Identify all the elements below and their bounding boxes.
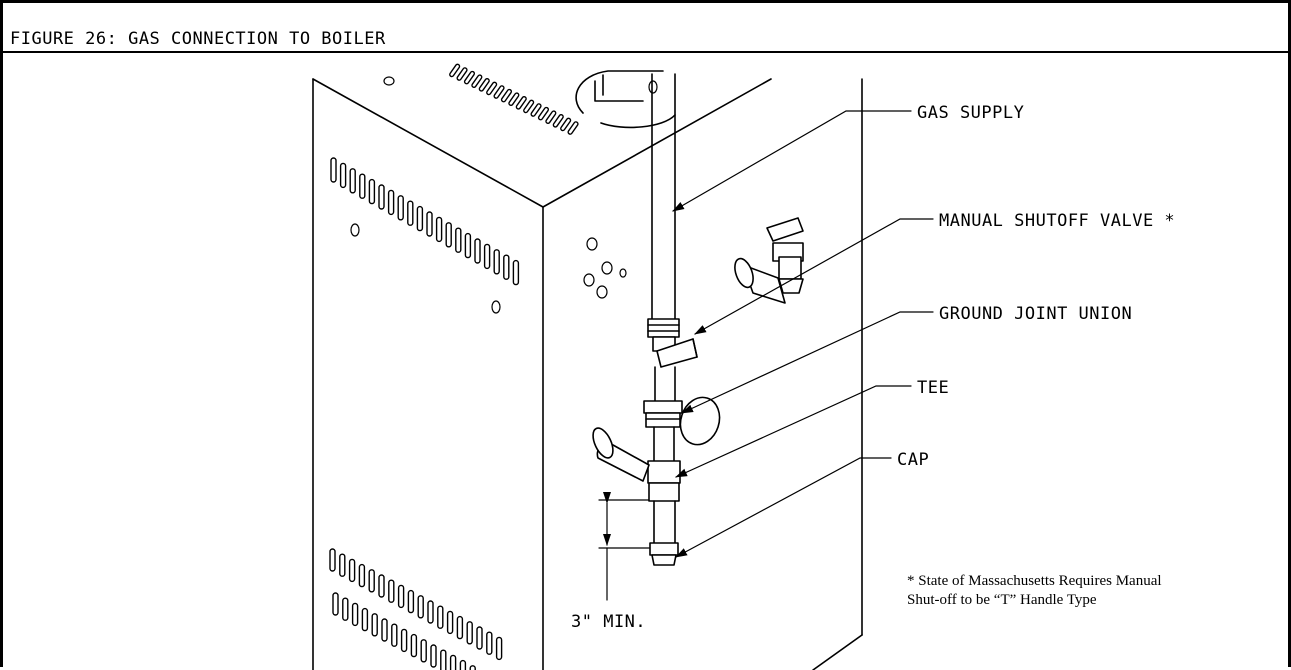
vent-slots-upper	[330, 157, 520, 286]
vent-slot	[471, 74, 483, 89]
vent-slot	[391, 623, 398, 647]
vent-slot	[410, 633, 418, 658]
vent-slot	[427, 600, 434, 624]
vent-slot	[459, 659, 467, 670]
vent-slot	[378, 184, 385, 210]
vent-slot	[342, 597, 349, 621]
vent-slot	[469, 665, 476, 670]
vent-slot	[359, 173, 366, 199]
vent-slot	[351, 602, 359, 627]
vent-slot	[545, 110, 557, 125]
vent-slot	[397, 195, 404, 221]
vent-slot	[445, 222, 452, 248]
vent-slot	[330, 157, 337, 183]
vent-slot	[486, 81, 498, 96]
note-line-2: Shut-off to be “T” Handle Type	[907, 592, 1097, 608]
vent-slot	[508, 92, 520, 107]
vent-slot	[440, 649, 447, 670]
vent-slot	[474, 238, 481, 264]
figure-title: FIGURE 26: GAS CONNECTION TO BOILER	[10, 29, 386, 49]
vent-slot	[495, 636, 503, 661]
vent-slots-lower	[329, 548, 503, 670]
vent-slot	[446, 610, 454, 635]
vent-slot	[552, 114, 564, 128]
vent-slot	[537, 106, 550, 121]
vent-slot	[435, 216, 443, 243]
vent-slot	[381, 618, 388, 642]
vent-slot	[407, 200, 414, 226]
vent-slot	[476, 626, 483, 650]
vent-slot	[493, 85, 505, 99]
vent-slot	[348, 558, 356, 583]
vent-slot	[493, 249, 500, 275]
vent-slot	[449, 654, 457, 670]
vent-slot	[371, 613, 378, 637]
vent-slot	[483, 243, 491, 270]
vent-slot	[464, 232, 472, 259]
vent-slot	[378, 574, 385, 598]
vent-slot	[407, 589, 415, 614]
vent-slot	[368, 178, 376, 205]
vent-slot	[426, 211, 433, 237]
boiler-gas-inlet	[734, 217, 804, 304]
gas-pipe-assembly	[592, 73, 721, 566]
vent-slot	[417, 595, 424, 619]
vent-slot	[567, 121, 579, 135]
callout-leaders	[672, 110, 934, 558]
vent-slot	[560, 117, 572, 132]
vent-slot	[339, 553, 346, 577]
vent-slot	[400, 628, 408, 653]
vent-slot	[515, 96, 527, 110]
vent-slot	[437, 605, 444, 629]
note-line-1: * State of Massachusetts Requires Manual	[907, 573, 1162, 589]
vent-slot	[397, 584, 405, 609]
label-gas-supply: GAS SUPPLY	[917, 103, 1024, 123]
label-ground-joint-union: GROUND JOINT UNION	[939, 304, 1132, 324]
vent-slot	[530, 103, 542, 117]
vent-slot	[332, 592, 339, 616]
boiler-cabinet	[312, 63, 863, 670]
vent-slot	[387, 189, 395, 216]
vent-slot	[388, 579, 395, 603]
vent-slot	[329, 548, 336, 572]
vent-slot	[361, 607, 369, 632]
label-cap: CAP	[897, 450, 929, 470]
vent-slot	[416, 205, 424, 232]
dimension-label: 3" MIN.	[571, 612, 646, 632]
vent-slot	[430, 644, 437, 668]
vent-slot	[486, 631, 493, 655]
vent-slot	[463, 70, 476, 85]
vent-slot	[349, 168, 356, 194]
vent-slot	[456, 67, 468, 81]
vent-slot	[339, 162, 347, 189]
dimension-3in: 3" MIN.	[571, 492, 650, 632]
label-manual-shutoff-valve: MANUAL SHUTOFF VALVE *	[939, 211, 1175, 231]
vent-slot	[523, 99, 535, 114]
boiler-gas-diagram: FIGURE 26: GAS CONNECTION TO BOILER	[3, 29, 1288, 670]
vent-slot	[368, 569, 375, 593]
vent-slot	[500, 88, 513, 103]
vent-slot	[478, 78, 490, 92]
vent-slot	[503, 254, 510, 280]
vent-slot	[455, 227, 462, 253]
vent-slot	[420, 639, 427, 663]
vent-slot	[466, 621, 473, 645]
vent-slots-top	[449, 63, 579, 135]
vent-slot	[358, 563, 366, 588]
vent-slot	[456, 615, 464, 640]
label-tee: TEE	[917, 378, 949, 398]
vent-slot	[512, 259, 520, 286]
vent-slot	[449, 63, 461, 78]
